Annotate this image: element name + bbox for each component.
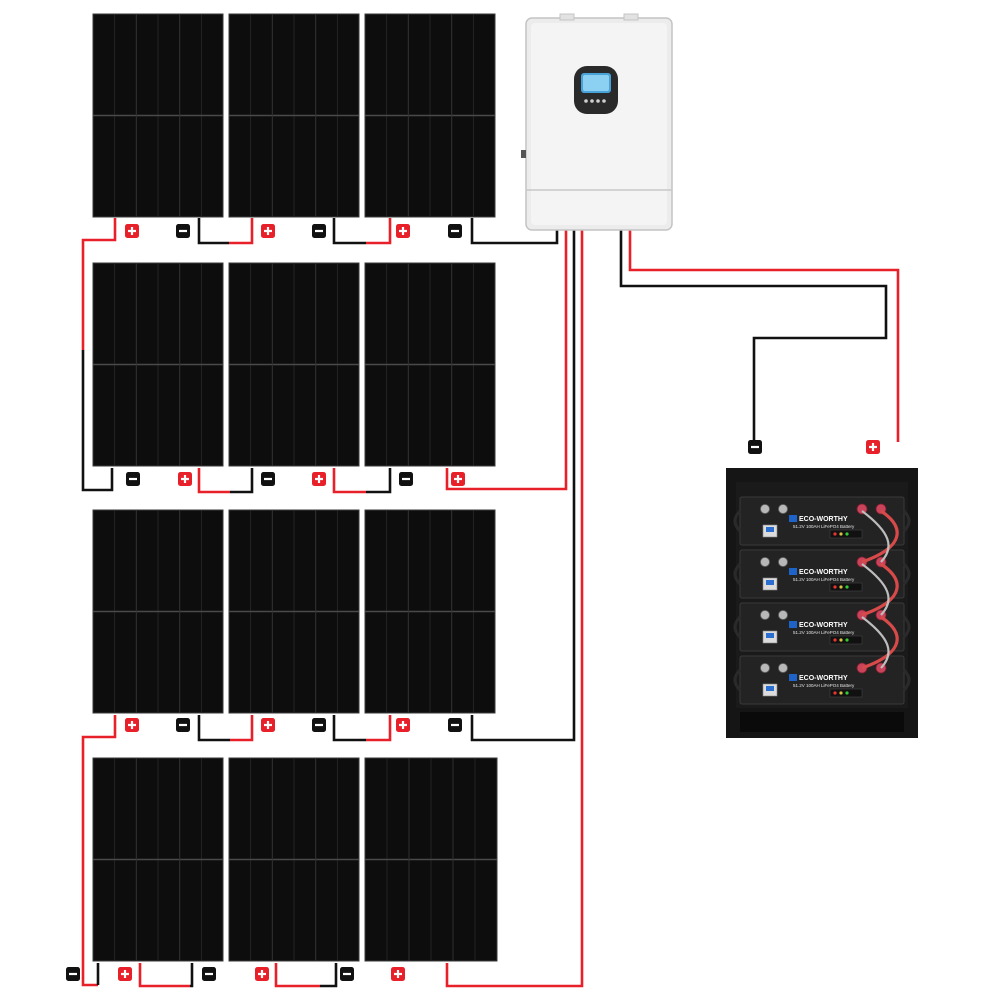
bolt-terminal-icon	[856, 503, 868, 515]
positive-terminal-icon	[866, 440, 880, 454]
bolt-terminal-icon	[760, 504, 770, 514]
solar-panel	[364, 262, 496, 467]
negative-terminal-icon	[340, 967, 354, 981]
negative-terminal-icon	[399, 472, 413, 486]
battery-spec-label: 51.2V 100AH LiFePO4 Battery	[793, 630, 855, 635]
battery-brand-label: ECO-WORTHY	[799, 675, 848, 682]
negative-terminal-icon	[448, 718, 462, 732]
positive-terminal-icon	[396, 718, 410, 732]
bolt-terminal-icon	[760, 610, 770, 620]
negative-terminal-icon	[261, 472, 275, 486]
negative-wire	[366, 468, 392, 494]
battery-spec-label: 51.2V 100AH LiFePO4 Battery	[793, 683, 855, 688]
positive-wire	[230, 715, 254, 742]
negative-terminal-icon	[126, 472, 140, 486]
negative-terminal-icon	[66, 967, 80, 981]
negative-wire	[197, 715, 230, 742]
positive-terminal-icon	[118, 967, 132, 981]
positive-wire	[81, 218, 117, 350]
inverter-display	[574, 66, 618, 114]
solar-panel	[92, 757, 224, 962]
solar-panel	[228, 757, 360, 962]
solar-panel	[228, 509, 360, 714]
positive-terminal-icon	[261, 718, 275, 732]
negative-wire	[190, 963, 194, 988]
positive-terminal-icon	[396, 224, 410, 238]
negative-wire	[332, 218, 366, 245]
bolt-terminal-icon	[778, 610, 788, 620]
bolt-terminal-icon	[760, 557, 770, 567]
negative-terminal-icon	[202, 967, 216, 981]
solar-panel	[92, 262, 224, 467]
bolt-terminal-icon	[778, 557, 788, 567]
negative-terminal-icon	[312, 224, 326, 238]
negative-wire	[470, 230, 576, 742]
positive-wire	[138, 963, 190, 988]
bolt-terminal-icon	[778, 504, 788, 514]
positive-wire	[366, 715, 392, 742]
battery-spec-label: 51.2V 100AH LiFePO4 Battery	[793, 577, 855, 582]
solar-panel	[228, 262, 360, 467]
solar-panel	[92, 13, 224, 218]
positive-wire	[81, 715, 117, 987]
positive-wire	[628, 230, 900, 442]
bolt-terminal-icon	[778, 663, 788, 673]
solar-panel	[228, 13, 360, 218]
positive-terminal-icon	[261, 224, 275, 238]
solar-panel	[364, 509, 496, 714]
inverter	[521, 13, 673, 231]
negative-wire	[197, 218, 229, 245]
battery-brand-label: ECO-WORTHY	[799, 516, 848, 523]
negative-wire	[619, 230, 888, 442]
positive-wire	[445, 230, 584, 988]
negative-terminal-icon	[176, 224, 190, 238]
negative-terminal-icon	[176, 718, 190, 732]
negative-terminal-icon	[312, 718, 326, 732]
negative-terminal-icon	[448, 224, 462, 238]
bolt-terminal-icon	[760, 663, 770, 673]
battery-spec-label: 51.2V 100AH LiFePO4 Battery	[793, 524, 855, 529]
battery-brand-label: ECO-WORTHY	[799, 622, 848, 629]
positive-wire	[197, 468, 230, 494]
negative-terminal-icon	[748, 440, 762, 454]
solar-panel	[364, 757, 498, 962]
wiring-layer	[81, 218, 900, 988]
terminal-markers	[66, 224, 880, 981]
negative-wire	[81, 350, 114, 492]
positive-terminal-icon	[178, 472, 192, 486]
solar-panel	[92, 509, 224, 714]
positive-wire	[445, 230, 568, 491]
positive-terminal-icon	[125, 718, 139, 732]
positive-wire	[366, 218, 392, 245]
solar-panel	[364, 13, 496, 218]
positive-terminal-icon	[391, 967, 405, 981]
negative-wire	[470, 218, 559, 245]
positive-wire	[274, 963, 320, 988]
positive-wire	[229, 218, 254, 245]
negative-wire	[230, 468, 254, 494]
positive-terminal-icon	[125, 224, 139, 238]
negative-wire	[320, 963, 338, 988]
negative-wire	[332, 715, 366, 742]
solar-panel-array	[92, 13, 498, 962]
positive-terminal-icon	[255, 967, 269, 981]
positive-terminal-icon	[451, 472, 465, 486]
battery-brand-label: ECO-WORTHY	[799, 569, 848, 576]
positive-wire	[332, 468, 366, 494]
positive-terminal-icon	[312, 472, 326, 486]
battery-jumper-cables	[861, 509, 899, 670]
